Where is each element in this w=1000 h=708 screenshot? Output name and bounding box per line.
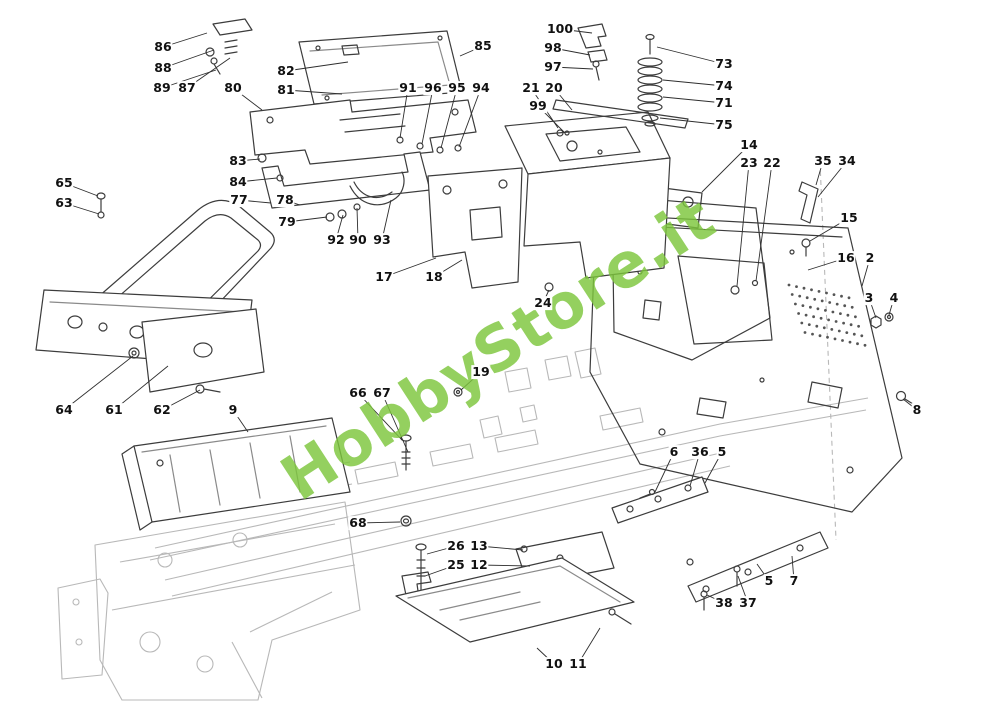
parts-art xyxy=(35,18,914,643)
